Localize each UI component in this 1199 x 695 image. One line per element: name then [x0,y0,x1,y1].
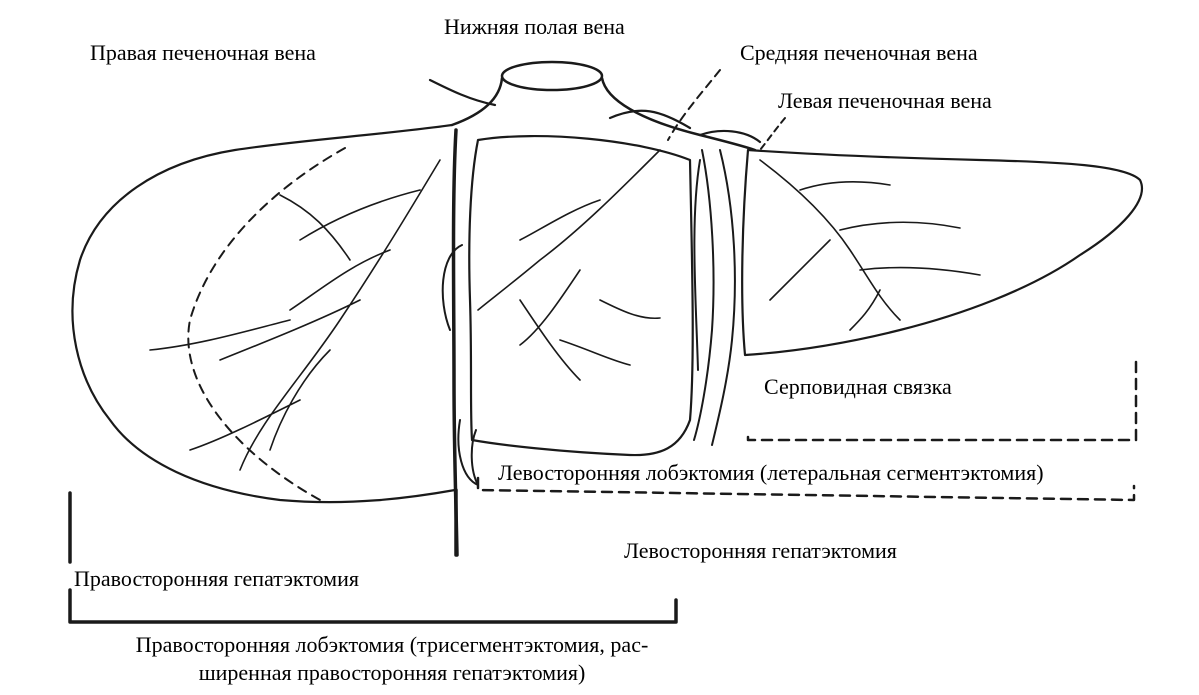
right-hepatectomy-label: Правосторонняя гепатэктомия [72,566,361,592]
right-lobe-vessels [150,160,440,470]
left-lobe-vessels [760,160,980,330]
ivc-body [452,78,755,150]
left-lobectomy-label: Левосторонняя лобэктомия (летеральная се… [496,460,1046,486]
right-hepatic-vein-label: Правая печеночная вена [88,40,318,66]
right-lobe-outline [72,125,455,502]
left-hepatectomy-label: Левосторонняя гепатэктомия [622,538,899,564]
middle-segment-outline [469,136,692,455]
left-vein-dashed-line [760,118,785,150]
right-lobectomy-bracket [70,590,676,622]
right-hepatectomy-bracket [70,490,456,562]
right-lobe-dashed-line [188,148,345,500]
falciform-ligament-shape [694,150,735,445]
falciform-ligament-label: Серповидная связка [762,374,954,400]
gallbladder-outline [443,245,478,485]
ivc-opening [502,62,602,90]
right-lobectomy-label-line1: Правосторонняя лобэктомия (трисегментэкт… [40,632,744,658]
middle-hepatic-vein-label: Средняя печеночная вена [738,40,980,66]
middle-vessels [478,150,660,380]
ivc-label: Нижняя полая вена [442,14,627,40]
left-lobe-outline [742,150,1142,355]
right-lobectomy-label-line2: ширенная правосторонняя гепатэктомия) [40,660,744,686]
left-hepatic-vein-label: Левая печеночная вена [776,88,994,114]
